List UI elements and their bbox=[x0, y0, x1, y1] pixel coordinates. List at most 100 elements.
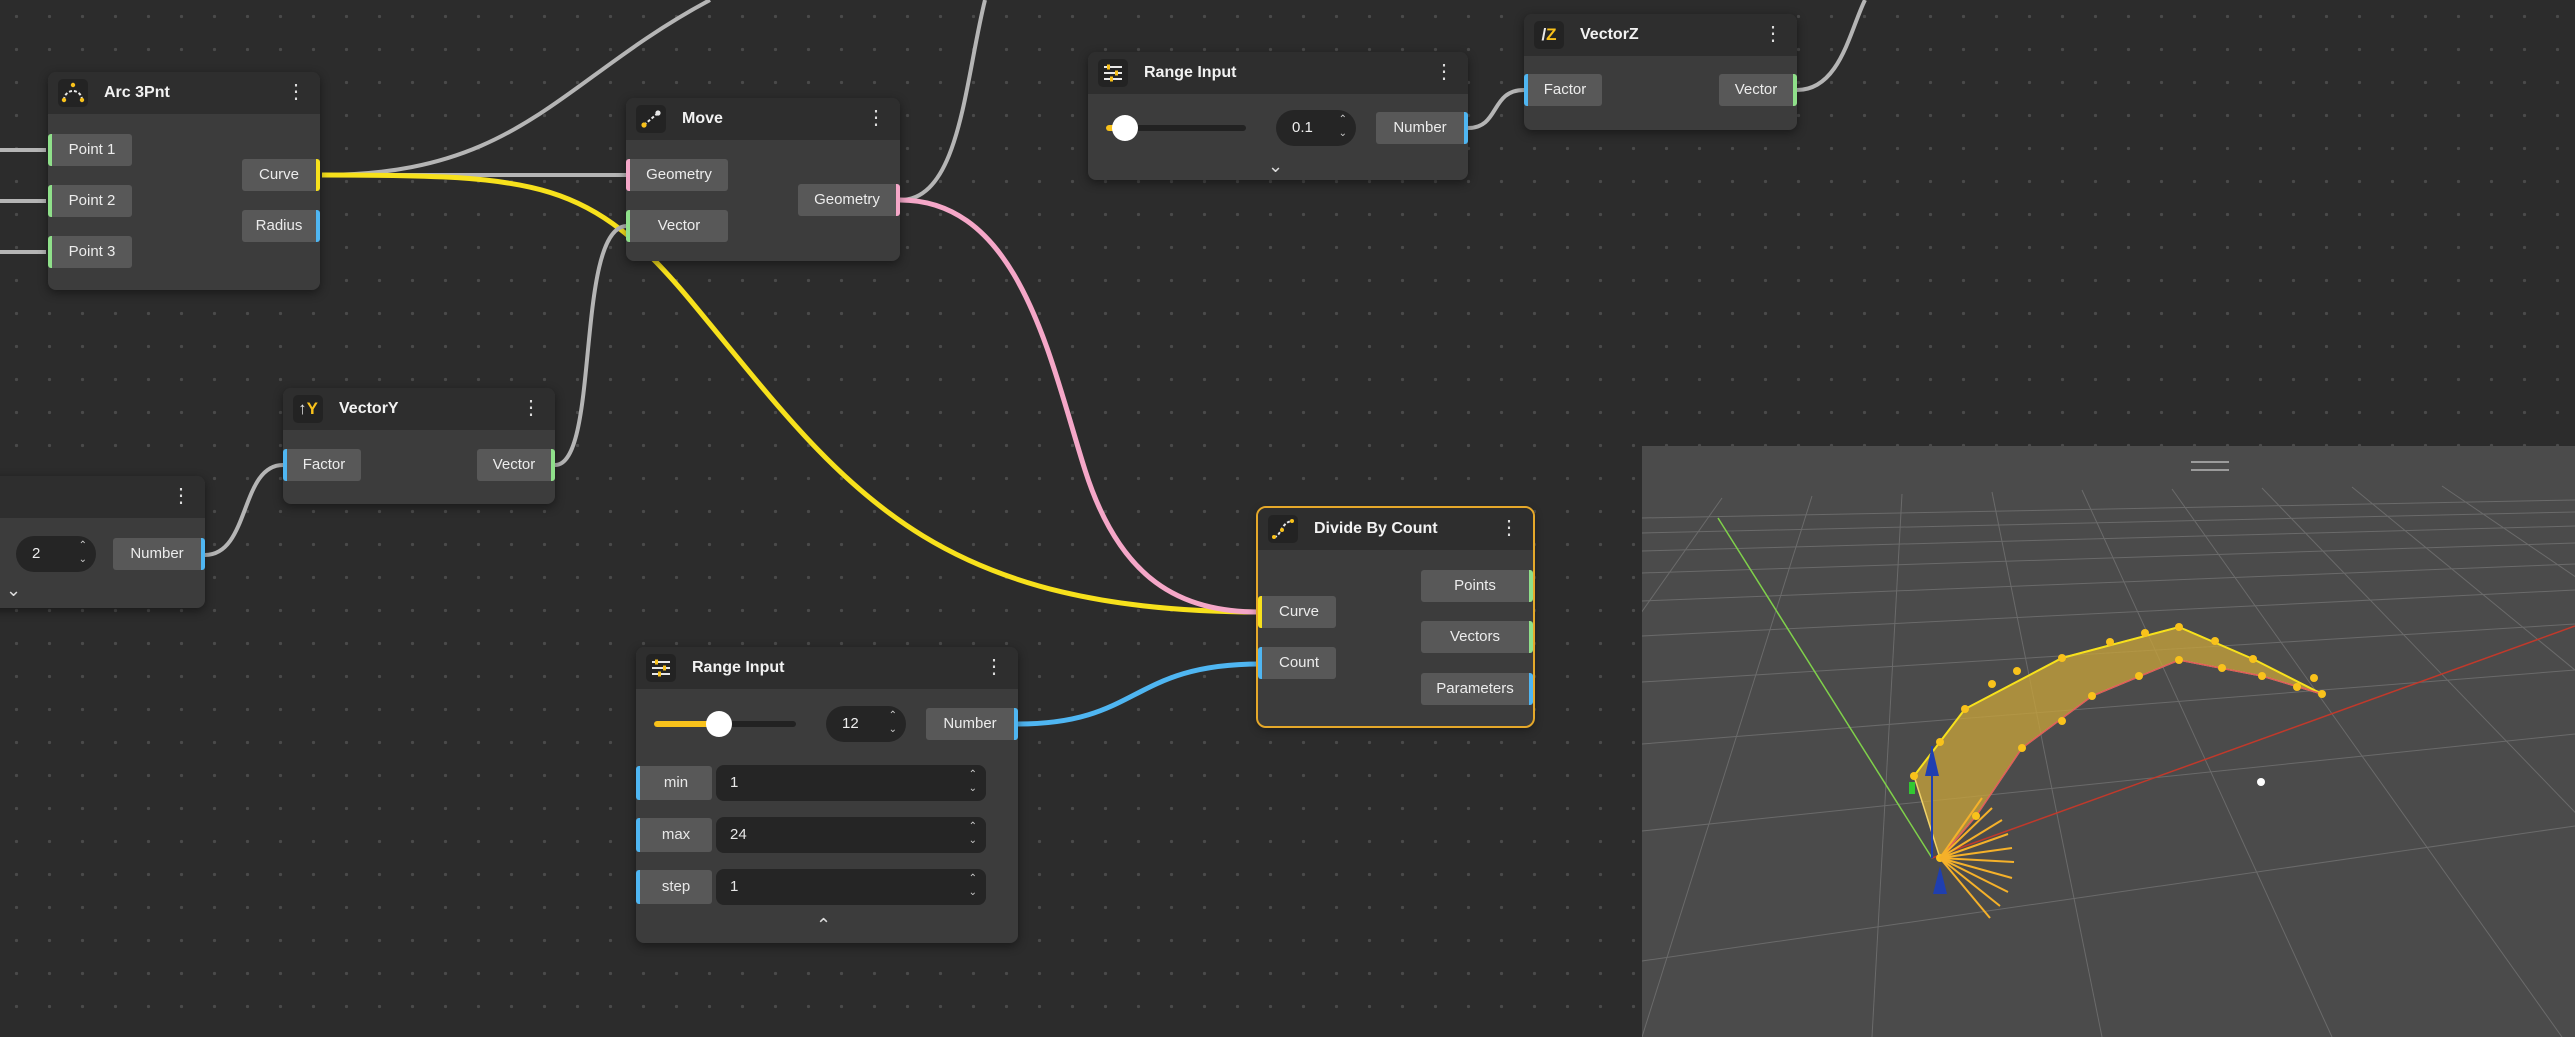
more-vertical-icon[interactable]: ⋮ bbox=[984, 656, 1004, 678]
spinner-icon[interactable]: ⌃⌄ bbox=[968, 821, 977, 846]
node-range-input-top[interactable]: Range Input ⋮ 0.1 ⌃⌄ Number ⌄ bbox=[1088, 52, 1468, 180]
more-vertical-icon[interactable]: ⋮ bbox=[286, 81, 306, 103]
move-icon bbox=[636, 105, 666, 133]
3d-viewport[interactable] bbox=[1642, 446, 2575, 1037]
chevron-down-icon[interactable]: ⌄ bbox=[1268, 156, 1284, 176]
y-gizmo bbox=[1909, 782, 1915, 794]
sliders-icon bbox=[1098, 59, 1128, 87]
spinner-icon[interactable]: ⌃⌄ bbox=[1338, 114, 1347, 139]
origin-marker bbox=[2257, 778, 2265, 786]
spinner-icon[interactable]: ⌃⌄ bbox=[968, 769, 977, 794]
input-port-factor[interactable]: Factor bbox=[1524, 74, 1602, 106]
node-number-left[interactable]: ⋮ 2 ⌃⌄ Number ⌄ bbox=[0, 476, 205, 608]
node-move[interactable]: Move ⋮ Geometry Vector Geometry bbox=[626, 98, 900, 261]
input-port-point-2[interactable]: Point 2 bbox=[48, 185, 132, 217]
node-title: VectorZ bbox=[1580, 26, 1639, 43]
divide-curve-icon bbox=[1268, 515, 1298, 543]
max-label: max bbox=[636, 818, 712, 852]
input-port-factor[interactable]: Factor bbox=[283, 449, 361, 481]
step-label: step bbox=[636, 870, 712, 904]
value-text: 12 bbox=[842, 715, 859, 732]
max-input[interactable]: 24 ⌃⌄ bbox=[716, 817, 986, 853]
curve-outline bbox=[1913, 625, 2323, 777]
wire-move-geometry-up bbox=[899, 0, 987, 202]
wire-range-vectorz bbox=[1467, 88, 1525, 130]
node-header[interactable]: Range Input ⋮ bbox=[636, 647, 1018, 689]
more-vertical-icon[interactable]: ⋮ bbox=[1763, 23, 1783, 45]
node-vectorz[interactable]: /Z VectorZ ⋮ Factor Vector bbox=[1524, 14, 1797, 130]
step-value: 1 bbox=[730, 878, 739, 895]
node-title: Move bbox=[682, 110, 723, 127]
slider-knob[interactable] bbox=[1112, 115, 1138, 141]
node-header[interactable]: ↑Y VectorY ⋮ bbox=[283, 388, 555, 430]
node-header[interactable]: Range Input ⋮ bbox=[1088, 52, 1468, 94]
more-vertical-icon[interactable]: ⋮ bbox=[866, 107, 886, 129]
output-port-geometry[interactable]: Geometry bbox=[798, 184, 900, 216]
y-axis-line bbox=[1717, 517, 1933, 859]
output-port-vector[interactable]: Vector bbox=[1719, 74, 1797, 106]
spinner-icon[interactable]: ⌃⌄ bbox=[968, 873, 977, 898]
step-input[interactable]: 1 ⌃⌄ bbox=[716, 869, 986, 905]
drag-handle-icon[interactable] bbox=[2191, 461, 2229, 471]
node-header[interactable]: Divide By Count ⋮ bbox=[1258, 508, 1533, 550]
output-port-radius[interactable]: Radius bbox=[242, 210, 320, 242]
value-text: 0.1 bbox=[1292, 119, 1313, 136]
value-input[interactable]: 12 ⌃⌄ bbox=[826, 706, 906, 742]
input-port-point-1[interactable]: Point 1 bbox=[48, 134, 132, 166]
arc-icon bbox=[58, 79, 88, 107]
slider-track[interactable] bbox=[1106, 125, 1246, 131]
chevron-up-icon[interactable]: ⌃ bbox=[816, 915, 832, 935]
output-port-points[interactable]: Points bbox=[1421, 570, 1533, 602]
max-value: 24 bbox=[730, 826, 747, 843]
slider-fill bbox=[654, 721, 722, 727]
node-header[interactable]: ⋮ bbox=[0, 476, 205, 518]
input-port-vector[interactable]: Vector bbox=[626, 210, 728, 242]
node-arc-3pnt[interactable]: Arc 3Pnt ⋮ Point 1 Point 2 Point 3 Curve… bbox=[48, 72, 320, 290]
vector-fan bbox=[1939, 797, 2015, 919]
output-port-curve[interactable]: Curve bbox=[242, 159, 320, 191]
sliders-icon bbox=[646, 654, 676, 682]
node-divide-by-count[interactable]: Divide By Count ⋮ Curve Count Points Vec… bbox=[1256, 506, 1535, 728]
more-vertical-icon[interactable]: ⋮ bbox=[1434, 61, 1454, 83]
slider-knob[interactable] bbox=[706, 711, 732, 737]
node-title: Range Input bbox=[692, 659, 785, 676]
more-vertical-icon[interactable]: ⋮ bbox=[1499, 517, 1519, 539]
input-port-curve[interactable]: Curve bbox=[1258, 596, 1336, 628]
value-input[interactable]: 0.1 ⌃⌄ bbox=[1276, 110, 1356, 146]
node-title: VectorY bbox=[339, 400, 399, 417]
min-input[interactable]: 1 ⌃⌄ bbox=[716, 765, 986, 801]
output-port-number[interactable]: Number bbox=[1376, 112, 1468, 144]
spinner-icon[interactable]: ⌃⌄ bbox=[78, 540, 87, 565]
node-vectory[interactable]: ↑Y VectorY ⋮ Factor Vector bbox=[283, 388, 555, 504]
input-port-count[interactable]: Count bbox=[1258, 647, 1336, 679]
ground-grid bbox=[1642, 485, 2575, 1037]
node-title: Arc 3Pnt bbox=[104, 84, 170, 101]
wire-vectorz-offscreen bbox=[1796, 0, 1867, 92]
node-header[interactable]: /Z VectorZ ⋮ bbox=[1524, 14, 1797, 56]
spinner-icon[interactable]: ⌃⌄ bbox=[888, 710, 897, 735]
node-header[interactable]: Arc 3Pnt ⋮ bbox=[48, 72, 320, 114]
more-vertical-icon[interactable]: ⋮ bbox=[171, 485, 191, 507]
output-port-number[interactable]: Number bbox=[926, 708, 1018, 740]
vector-z-icon: /Z bbox=[1534, 21, 1564, 49]
node-title: Range Input bbox=[1144, 64, 1237, 81]
wire-curve-divide bbox=[321, 172, 1261, 615]
output-port-number[interactable]: Number bbox=[113, 538, 205, 570]
output-port-parameters[interactable]: Parameters bbox=[1421, 673, 1533, 705]
node-header[interactable]: Move ⋮ bbox=[626, 98, 900, 140]
wire-curve-offscreen bbox=[321, 0, 711, 177]
node-range-input-bottom[interactable]: Range Input ⋮ 12 ⌃⌄ Number min 1 ⌃⌄ max … bbox=[636, 647, 1018, 943]
output-port-vector[interactable]: Vector bbox=[477, 449, 555, 481]
wire-range-divide-count bbox=[1017, 661, 1261, 727]
min-label: min bbox=[636, 766, 712, 800]
chevron-down-icon[interactable]: ⌄ bbox=[6, 580, 22, 600]
more-vertical-icon[interactable]: ⋮ bbox=[521, 397, 541, 419]
input-port-point-3[interactable]: Point 3 bbox=[48, 236, 132, 268]
value-input[interactable]: 2 ⌃⌄ bbox=[16, 536, 96, 572]
viewport-scene[interactable] bbox=[1642, 446, 2575, 1037]
input-port-geometry[interactable]: Geometry bbox=[626, 159, 728, 191]
wire-move-geometry-divide bbox=[899, 197, 1261, 615]
node-title: Divide By Count bbox=[1314, 520, 1438, 537]
output-port-vectors[interactable]: Vectors bbox=[1421, 621, 1533, 653]
